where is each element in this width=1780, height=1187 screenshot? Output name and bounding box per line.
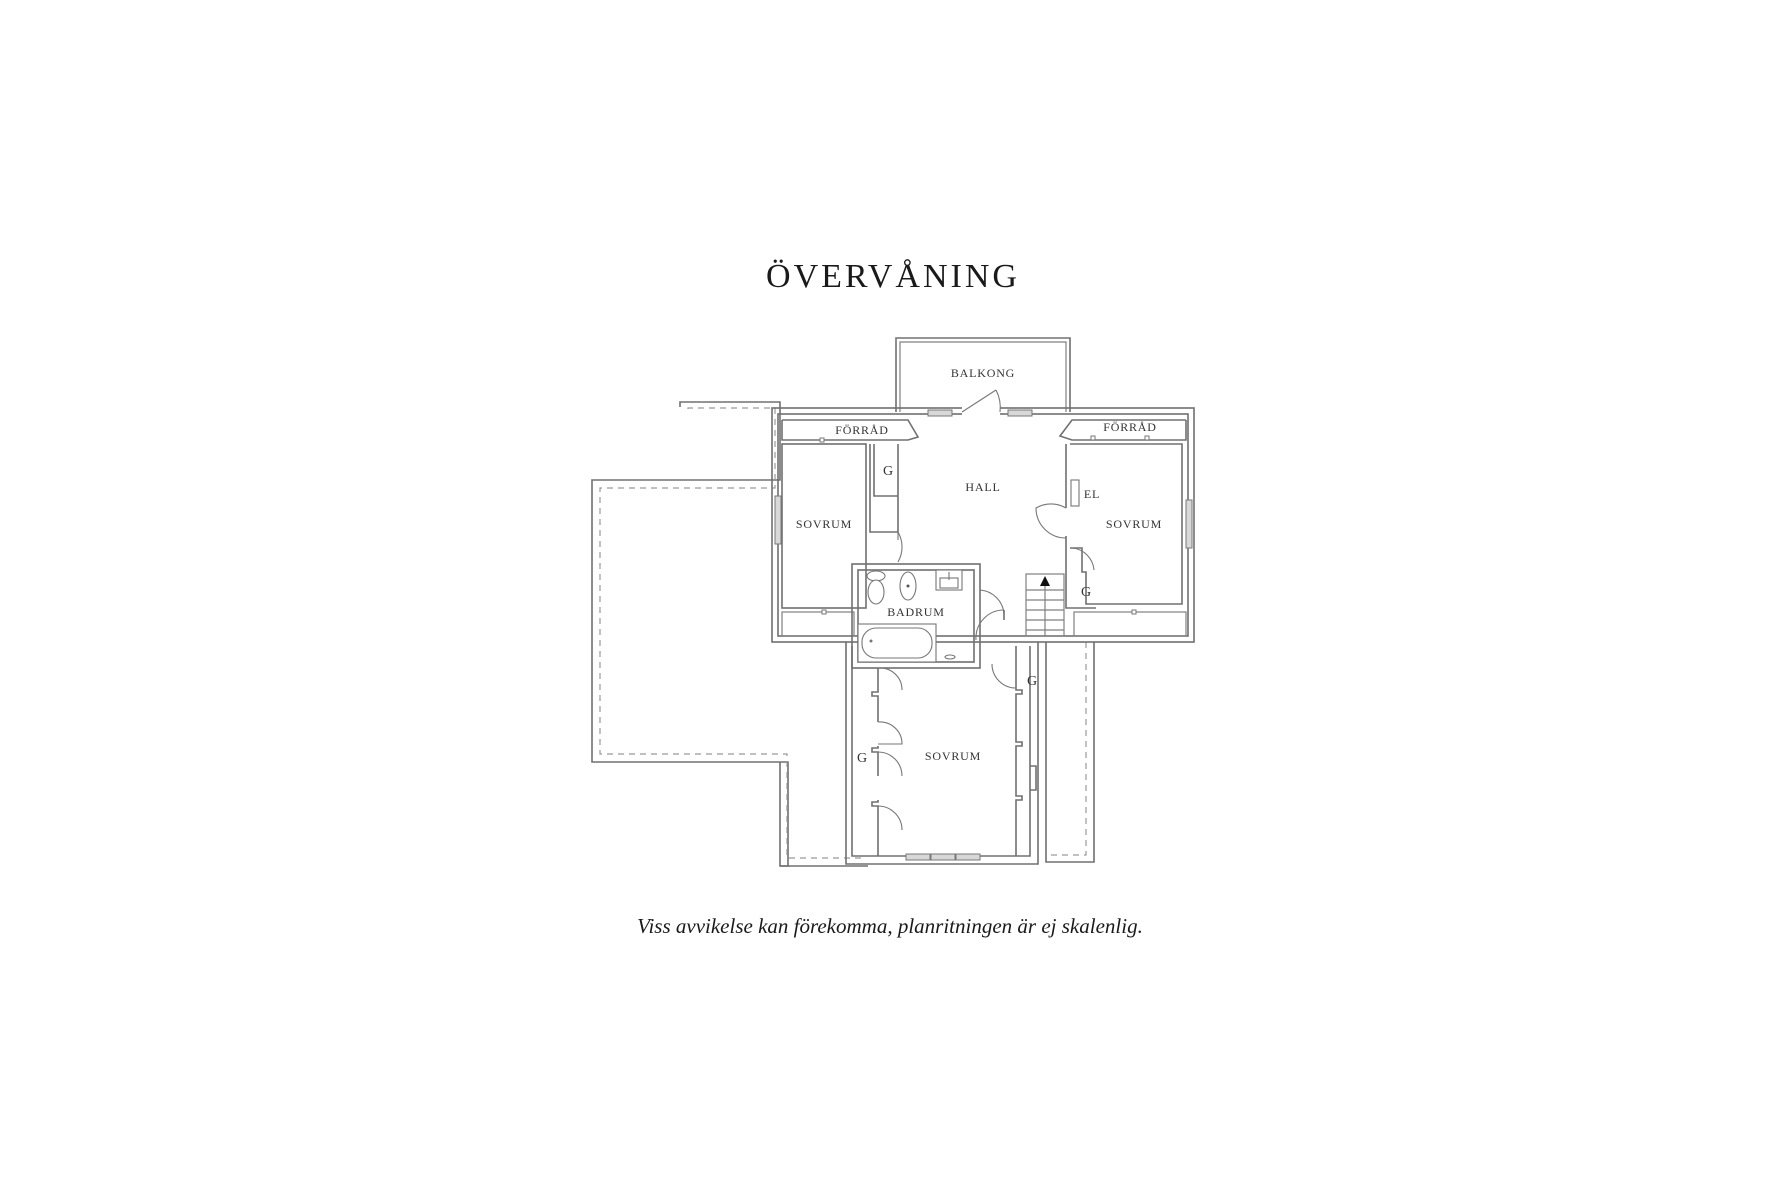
hall: HALL — [965, 480, 1000, 494]
room-label-g-hall: G — [883, 464, 893, 479]
room-label-g-right: G — [1081, 585, 1091, 600]
room-label-g-bottom-right: G — [1027, 674, 1037, 689]
room-label-balkong: BALKONG — [951, 366, 1015, 380]
room-label-hall: HALL — [965, 480, 1000, 494]
bedroom-left: SOVRUM — [774, 443, 867, 609]
bathroom: BADRUM — [851, 563, 1005, 669]
room-label-forrad-left: FÖRRÅD — [835, 423, 888, 437]
bedroom-bottom: G G SOVRUM — [845, 642, 1039, 865]
room-label-sovrum-right: SOVRUM — [1106, 517, 1162, 531]
balcony: BALKONG — [895, 337, 1071, 412]
storage-right: FÖRRÅD — [1058, 419, 1187, 441]
hall-closet: G — [869, 444, 903, 563]
staircase — [1025, 573, 1065, 637]
disclaimer-text: Viss avvikelse kan förekomma, planritnin… — [637, 914, 1143, 938]
toilet-icon — [866, 570, 886, 605]
sink-icon — [935, 569, 963, 591]
room-label-sovrum-bottom: SOVRUM — [925, 749, 981, 763]
storage-left: FÖRRÅD — [781, 419, 920, 443]
balcony-openings — [927, 389, 1033, 418]
bedroom-right: EL SOVRUM G — [1035, 443, 1193, 609]
room-label-forrad-right: FÖRRÅD — [1103, 420, 1156, 434]
cabinets-bottom — [781, 609, 1187, 637]
room-label-g-bottom-left: G — [857, 751, 867, 766]
right-terrace — [1045, 642, 1095, 863]
left-terrace — [591, 401, 868, 867]
room-label-badrum: BADRUM — [887, 605, 944, 619]
bathtub-icon — [857, 623, 937, 663]
stair-arrow-icon — [1040, 576, 1050, 586]
room-label-el: EL — [1084, 487, 1100, 501]
room-label-sovrum-left: SOVRUM — [796, 517, 852, 531]
bidet-icon — [899, 571, 917, 601]
floor-plan-title: ÖVERVÅNING — [766, 258, 1020, 295]
